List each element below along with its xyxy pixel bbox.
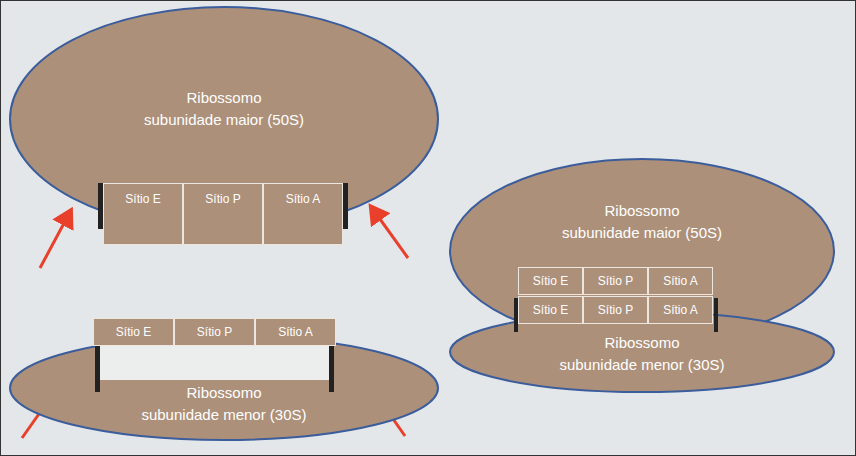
ribosome-subunit: Ribossomosubunidade maior (50S)Sítio ESí… — [8, 5, 440, 241]
paper-slit — [343, 183, 348, 229]
site-label: Sítio P — [175, 325, 254, 340]
site-label: Sítio E — [104, 192, 182, 207]
subunit-ellipse — [450, 159, 834, 343]
subunit-label: Ribossomo — [448, 332, 836, 354]
text-holder: Sítio P — [184, 192, 262, 207]
subunit-label: Ribossomo — [8, 87, 440, 109]
text-holder: Sítio E — [104, 192, 182, 207]
site-cell: Sítio E — [93, 318, 174, 346]
site-cell: Sítio E — [518, 267, 583, 295]
text-holder: Sítio P — [584, 303, 647, 318]
site-cell: Sítio P — [174, 318, 255, 346]
site-label: Sítio A — [264, 192, 342, 207]
site-cell: Sítio E — [518, 296, 583, 324]
site-cell: Sítio P — [183, 183, 263, 245]
subunit-label: subunidade maior (50S) — [448, 222, 836, 244]
site-cell: Sítio A — [648, 267, 713, 295]
site-label: Sítio P — [184, 192, 262, 207]
text-holder: Sítio A — [649, 274, 712, 289]
text-holder: Sítio A — [256, 325, 335, 340]
text-holder: Sítio P — [584, 274, 647, 289]
paper-slit — [95, 346, 100, 392]
pointer-arrow — [372, 208, 408, 258]
subunit-label: subunidade maior (50S) — [8, 109, 440, 131]
text-holder: Sítio P — [175, 325, 254, 340]
text-holder: Ribossomosubunidade menor (30S) — [8, 382, 440, 426]
text-holder: Sítio E — [94, 325, 173, 340]
subunit-label: subunidade menor (30S) — [8, 404, 440, 426]
text-holder: Sítio E — [519, 274, 582, 289]
subunit-label: Ribossomo — [8, 382, 440, 404]
text-holder: Ribossomosubunidade menor (30S) — [448, 332, 836, 376]
text-holder: Ribossomosubunidade maior (50S) — [8, 87, 440, 131]
subunit-label: subunidade menor (30S) — [448, 354, 836, 376]
pointer-arrow — [40, 212, 70, 268]
site-cell: Sítio E — [103, 183, 183, 245]
site-label: Sítio E — [519, 274, 582, 289]
site-cell: Sítio A — [648, 296, 713, 324]
paper-slit — [329, 346, 334, 392]
paper-slit — [714, 298, 718, 332]
site-label: Sítio A — [649, 274, 712, 289]
site-cell: Sítio A — [263, 183, 343, 245]
subunit-label: Ribossomo — [448, 200, 836, 222]
site-label: Sítio A — [256, 325, 335, 340]
ribosome-subunit: Ribossomosubunidade menor (30S)Sítio ESí… — [448, 310, 836, 394]
text-holder: Sítio A — [649, 303, 712, 318]
site-label: Sítio E — [519, 303, 582, 318]
text-holder: Sítio A — [264, 192, 342, 207]
site-label: Sítio P — [584, 274, 647, 289]
subunit-ellipse — [450, 312, 834, 392]
ribosome-subunit: Ribossomosubunidade menor (30S)Sítio ESí… — [8, 332, 440, 442]
site-label: Sítio A — [649, 303, 712, 318]
text-holder: Sítio E — [519, 303, 582, 318]
site-cell: Sítio P — [583, 267, 648, 295]
site-cell: Sítio A — [255, 318, 336, 346]
site-cell: Sítio P — [583, 296, 648, 324]
site-label: Sítio P — [584, 303, 647, 318]
site-label: Sítio E — [94, 325, 173, 340]
cut-window — [100, 346, 329, 380]
text-holder: Ribossomosubunidade maior (50S) — [448, 200, 836, 244]
